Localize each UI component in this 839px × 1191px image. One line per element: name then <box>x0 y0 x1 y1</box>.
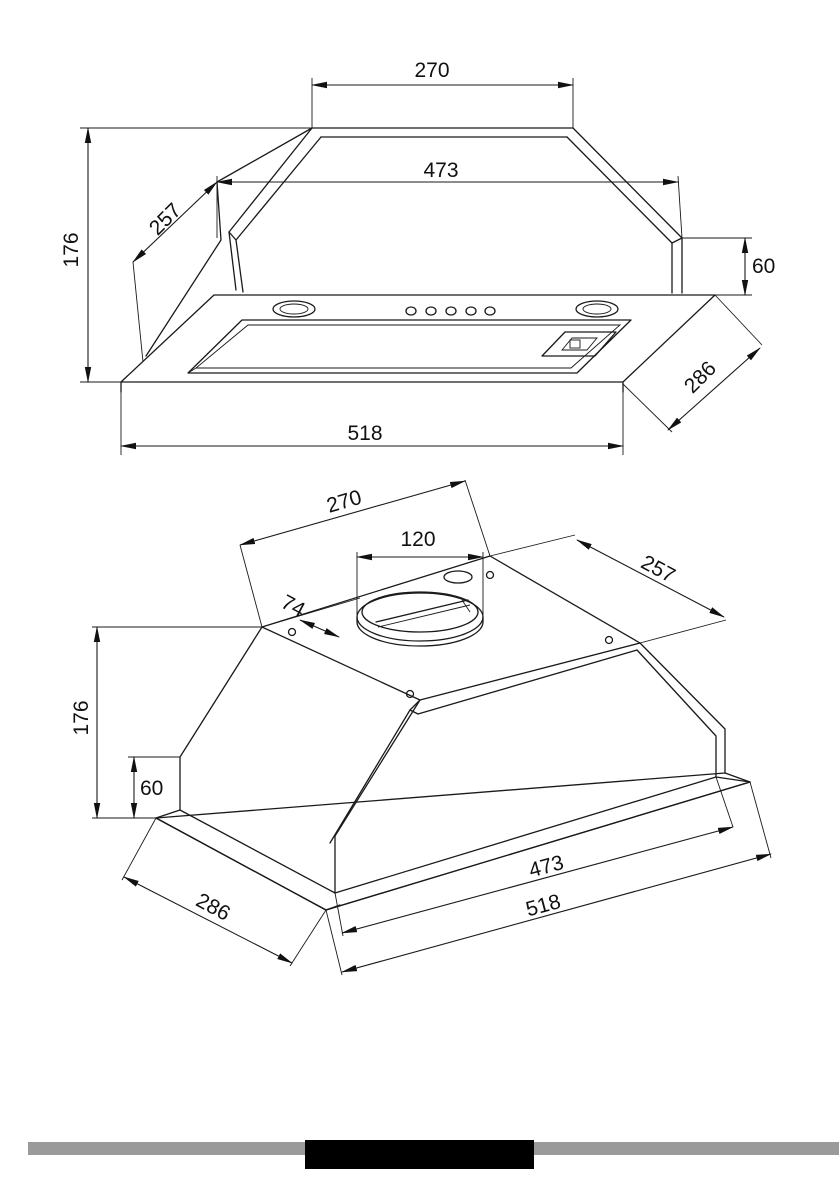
bottom-dim-120: 120 <box>356 528 484 617</box>
screw-icon <box>405 689 415 699</box>
screw-icon <box>287 627 297 637</box>
dim-label-74: 74 <box>277 591 309 622</box>
dim-label-518: 518 <box>523 890 563 921</box>
top-view-base <box>120 294 716 393</box>
top-dim-257: 257 <box>132 181 218 363</box>
bottom-dim-518: 518 <box>325 781 772 976</box>
dim-label-60: 60 <box>752 255 775 278</box>
dim-label-286: 286 <box>680 357 721 398</box>
dim-label-176: 176 <box>60 232 83 267</box>
bottom-dim-176: 176 <box>70 626 262 819</box>
top-dim-60: 60 <box>682 237 775 296</box>
top-view: 270 473 257 176 60 <box>60 59 775 455</box>
dim-label-518: 518 <box>347 422 382 445</box>
control-buttons <box>405 306 496 316</box>
bottom-dim-60: 60 <box>128 756 180 819</box>
lamp-right-icon <box>575 300 619 318</box>
top-view-housing <box>145 127 683 357</box>
bottom-dim-74: 74 <box>261 591 361 638</box>
duct-collar-icon <box>356 570 484 647</box>
bottom-dim-257: 257 <box>489 534 727 644</box>
dim-label-120: 120 <box>400 528 435 551</box>
dim-label-60: 60 <box>140 777 163 800</box>
switch-box-icon <box>541 331 617 357</box>
dim-label-270: 270 <box>324 486 364 518</box>
top-dim-270: 270 <box>311 59 574 128</box>
dim-label-257: 257 <box>145 199 186 240</box>
dim-label-473: 473 <box>526 851 566 882</box>
bottom-dim-286: 286 <box>121 817 327 967</box>
screw-icon <box>604 635 614 645</box>
bottom-view: 270 120 74 257 176 <box>70 479 772 976</box>
top-dim-473: 473 <box>216 159 683 239</box>
top-dim-518: 518 <box>120 392 624 455</box>
dim-label-286: 286 <box>192 889 234 926</box>
dim-label-176: 176 <box>70 700 93 735</box>
top-dim-176: 176 <box>60 127 312 383</box>
screw-icon <box>485 570 495 580</box>
dim-label-473: 473 <box>423 159 458 182</box>
lamp-left-icon <box>272 300 316 318</box>
dim-label-257: 257 <box>637 551 679 588</box>
footer-black-block <box>305 1140 534 1169</box>
dim-label-270: 270 <box>414 59 449 82</box>
